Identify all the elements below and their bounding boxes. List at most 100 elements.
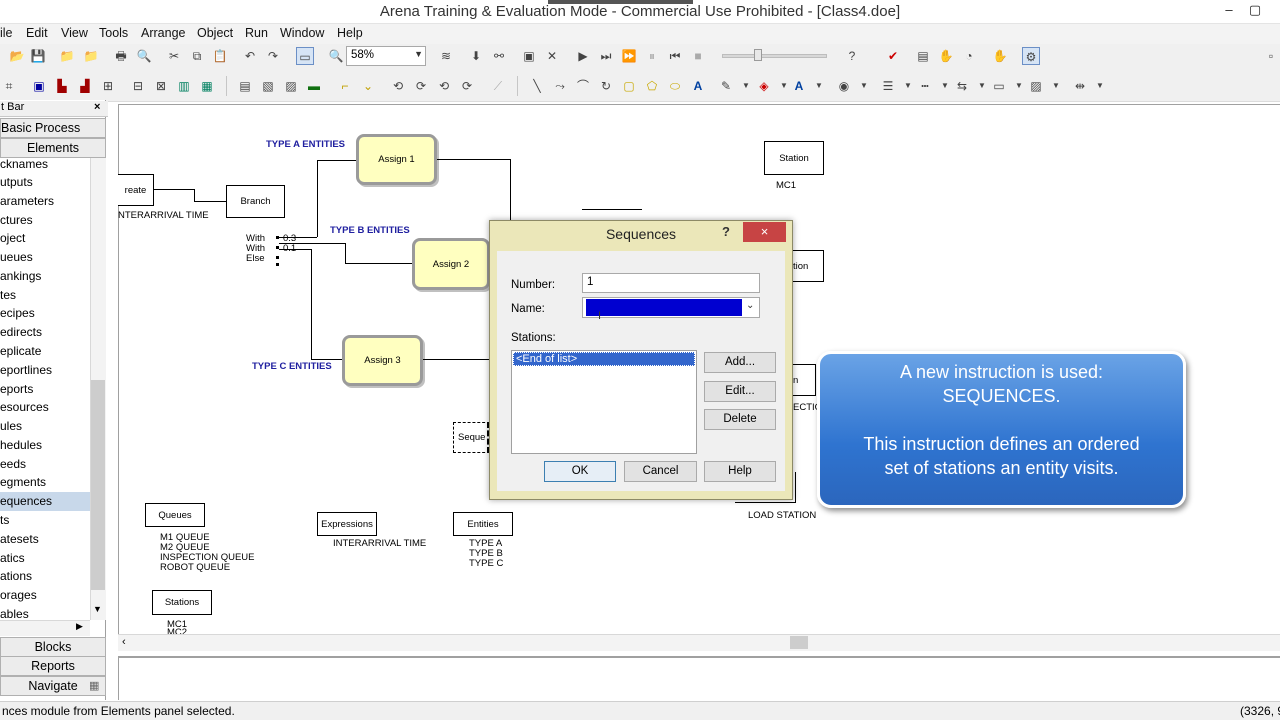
menu-object[interactable]: Object xyxy=(197,26,234,40)
station-module[interactable]: n xyxy=(793,364,816,396)
intersection-icon[interactable]: ⌐ xyxy=(341,79,349,93)
minimize-button[interactable]: – xyxy=(1225,2,1233,17)
connector[interactable] xyxy=(345,243,346,263)
add-button[interactable]: Add... xyxy=(704,352,776,373)
chevron-down-icon[interactable]: ▼ xyxy=(978,81,986,90)
list-item[interactable]: ations xyxy=(0,569,33,583)
list-item[interactable]: utputs xyxy=(0,175,33,189)
text-color-icon[interactable]: A xyxy=(794,79,804,93)
undo-icon[interactable]: ↶ xyxy=(244,49,256,63)
menu-window[interactable]: Window xyxy=(280,26,325,40)
start-over-icon[interactable]: ⏮ xyxy=(669,49,681,63)
menu-edit[interactable]: Edit xyxy=(26,26,48,40)
cancel-button[interactable]: Cancel xyxy=(624,461,697,482)
connector[interactable] xyxy=(582,209,642,210)
connector[interactable] xyxy=(311,249,312,359)
station-module[interactable]: tion xyxy=(793,250,824,282)
line-color-icon[interactable]: ✎ xyxy=(720,79,732,93)
expressions-data-module[interactable]: Expressions xyxy=(317,512,377,536)
exit-point[interactable] xyxy=(276,256,279,259)
fill-color-icon[interactable]: ◈ xyxy=(759,79,769,93)
fill-pattern-icon[interactable]: ▨ xyxy=(1030,79,1042,93)
chevron-right-icon[interactable]: ▶ xyxy=(76,621,83,631)
scroll-thumb[interactable] xyxy=(790,636,808,649)
edit-button[interactable]: Edit... xyxy=(704,381,776,402)
connector[interactable] xyxy=(311,359,342,360)
line-pattern-icon[interactable]: ▭ xyxy=(993,79,1005,93)
menu-help[interactable]: Help xyxy=(337,26,363,40)
spreadsheet-pane[interactable] xyxy=(118,656,1280,700)
level-icon[interactable]: ⊞ xyxy=(102,79,114,93)
release-icon[interactable]: ⟳ xyxy=(461,79,473,93)
break-icon[interactable]: ✋ xyxy=(938,49,954,63)
box-icon[interactable]: ▢ xyxy=(623,79,635,93)
exit-point[interactable] xyxy=(276,236,279,239)
transporter-icon[interactable]: ▬ xyxy=(308,79,320,93)
scroll-thumb[interactable] xyxy=(91,380,105,590)
polyline-icon[interactable]: ⤳ xyxy=(555,79,565,93)
cut-icon[interactable]: ✂ xyxy=(168,49,180,63)
exit-point[interactable] xyxy=(276,246,279,249)
disabled-tool-icon[interactable]: ⟋ xyxy=(493,79,503,93)
create-module[interactable]: reate xyxy=(118,174,154,206)
connect-icon[interactable]: ⬇ xyxy=(470,49,482,63)
help-icon[interactable]: ? xyxy=(722,224,730,239)
export-icon[interactable]: 📁 xyxy=(83,49,99,63)
redo-icon[interactable]: ↷ xyxy=(267,49,279,63)
import-icon[interactable]: 📁 xyxy=(59,49,75,63)
chevron-down-icon[interactable]: ▼ xyxy=(93,604,102,614)
connector[interactable] xyxy=(154,189,194,190)
panel-elements[interactable]: Elements xyxy=(0,138,106,158)
animation-speed-thumb[interactable] xyxy=(754,49,762,61)
connector[interactable] xyxy=(194,201,226,202)
list-item[interactable]: eeds xyxy=(0,457,27,471)
text-icon[interactable]: A xyxy=(693,79,703,93)
pause-icon[interactable]: ⏸ xyxy=(648,49,655,63)
submodel-icon[interactable]: ⚯ xyxy=(493,49,505,63)
chevron-down-icon[interactable]: ▼ xyxy=(904,81,912,90)
exit-point[interactable] xyxy=(276,263,279,266)
chevron-down-icon[interactable]: ▼ xyxy=(941,81,949,90)
polygon-icon[interactable]: ⬠ xyxy=(646,79,658,93)
list-item[interactable]: arameters xyxy=(0,194,55,208)
view-region-icon[interactable]: ▭ xyxy=(296,47,314,65)
connector[interactable] xyxy=(510,159,511,221)
animation-speed-slider[interactable] xyxy=(722,54,827,58)
dialog-close-button[interactable]: × xyxy=(743,222,786,242)
list-item[interactable]: hedules xyxy=(0,438,43,452)
list-item-selected[interactable]: equences xyxy=(0,492,92,511)
network-icon[interactable]: ⌄ xyxy=(362,79,374,93)
navigate-thumbnail-icon[interactable]: ▦ xyxy=(89,680,100,692)
chart-icon[interactable]: ▣ xyxy=(523,49,535,63)
toolbar-overflow-icon[interactable]: ▫ xyxy=(1268,49,1274,63)
snap-icon[interactable]: ⇹ xyxy=(1074,79,1086,93)
panel-basic-process[interactable]: Basic Process xyxy=(0,118,106,138)
list-item[interactable]: tes xyxy=(0,288,17,302)
stations-list[interactable] xyxy=(511,350,697,454)
list-item[interactable]: ecipes xyxy=(0,306,35,320)
zoom-icon[interactable]: 🔍 xyxy=(328,49,344,63)
canvas-horizontal-scrollbar[interactable] xyxy=(118,634,1280,651)
list-item[interactable]: esources xyxy=(0,400,49,414)
connector[interactable] xyxy=(317,160,318,237)
save-icon[interactable]: 💾 xyxy=(30,49,46,63)
connector[interactable] xyxy=(735,502,796,503)
variable-icon[interactable]: ▟ xyxy=(80,79,90,93)
list-item[interactable]: eplicate xyxy=(0,344,42,358)
histogram-icon[interactable]: ▦ xyxy=(201,79,213,93)
animate-connectors-icon[interactable]: ✕ xyxy=(546,49,558,63)
chevron-down-icon[interactable]: ▼ xyxy=(860,81,868,90)
chevron-down-icon[interactable]: ▼ xyxy=(1096,81,1104,90)
panel-blocks[interactable]: Blocks xyxy=(0,637,106,657)
ellipse-icon[interactable]: ⬭ xyxy=(669,79,681,93)
connector[interactable] xyxy=(194,189,195,201)
project-bar-horizontal-scrollbar[interactable] xyxy=(0,620,90,636)
connector[interactable] xyxy=(279,249,311,250)
storage-icon[interactable]: ⟳ xyxy=(415,79,427,93)
help-button[interactable]: Help xyxy=(704,461,776,482)
connector[interactable] xyxy=(345,263,412,264)
run-setup-icon[interactable]: ⚙ xyxy=(1022,47,1040,65)
arrow-style-icon[interactable]: ⇆ xyxy=(956,79,968,93)
connector[interactable] xyxy=(437,159,510,160)
connector[interactable] xyxy=(279,237,317,238)
